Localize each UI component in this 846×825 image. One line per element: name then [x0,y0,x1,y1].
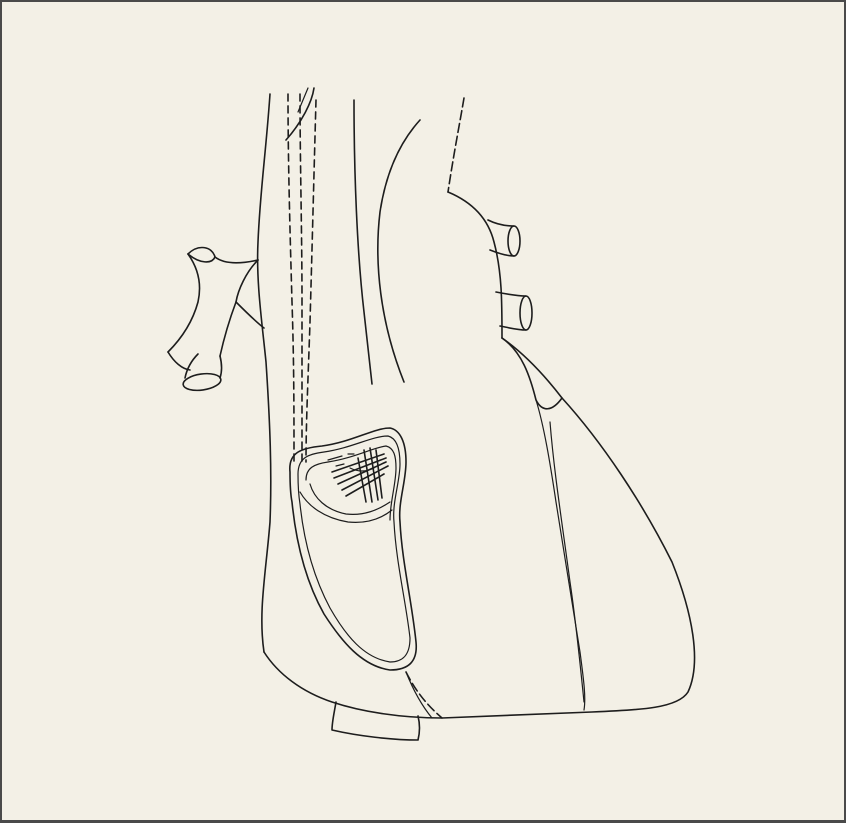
heart-outline [264,338,695,718]
aorta [378,98,502,382]
catheter-dashed-lines [288,94,316,462]
inferior-vena-cava [332,672,442,740]
pulmonary-veins [488,220,532,330]
left-vessel-stub [168,248,264,393]
valve-cusp-detail [328,448,388,502]
